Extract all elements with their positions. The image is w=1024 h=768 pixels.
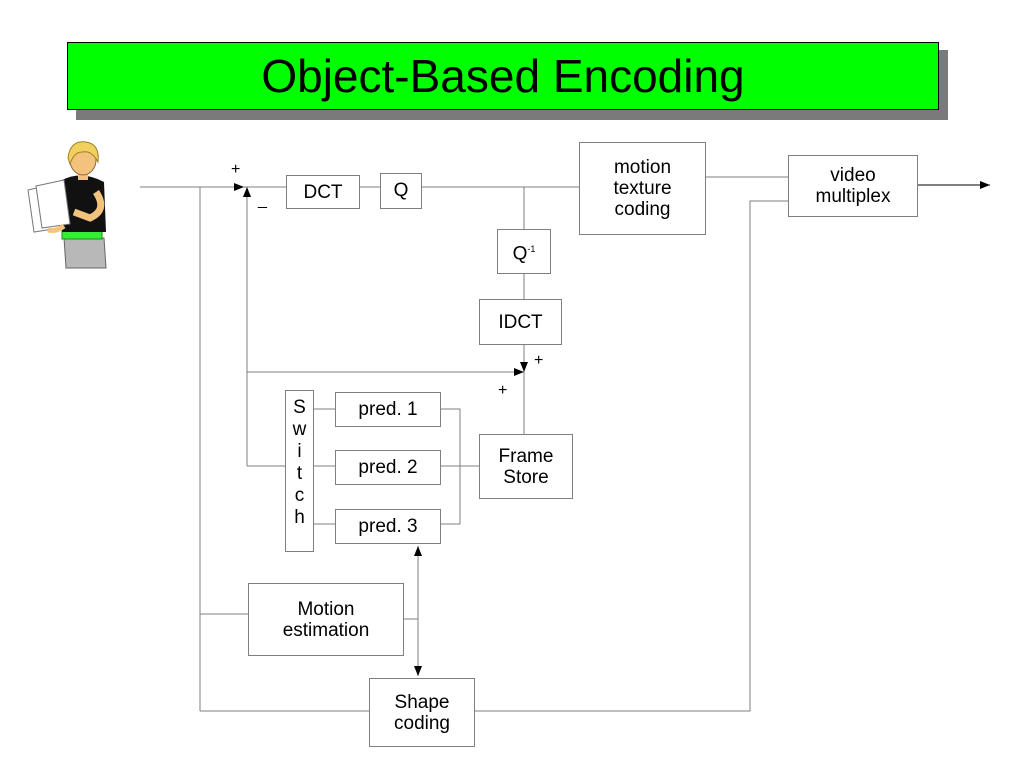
switch-letter: S bbox=[293, 397, 306, 418]
shape-coding-block: Shape coding bbox=[369, 678, 475, 747]
slide-title: Object-Based Encoding bbox=[67, 42, 939, 110]
dct-label: DCT bbox=[303, 181, 343, 203]
switch-letter: t bbox=[296, 463, 303, 484]
frame-store-label: Frame Store bbox=[498, 445, 554, 488]
switch-letter: c bbox=[294, 485, 305, 506]
sum1-plus-sign: + bbox=[231, 161, 241, 178]
frame-store-block: Frame Store bbox=[479, 434, 573, 499]
switch-letter: w bbox=[292, 419, 307, 440]
pred1-label: pred. 1 bbox=[358, 399, 418, 420]
slide-title-text: Object-Based Encoding bbox=[261, 50, 745, 102]
video-multiplex-label: video multiplex bbox=[815, 165, 891, 207]
idct-block: IDCT bbox=[479, 299, 562, 345]
video-multiplex-block: video multiplex bbox=[788, 155, 918, 217]
pred1-block: pred. 1 bbox=[335, 392, 441, 427]
pred3-block: pred. 3 bbox=[335, 509, 441, 544]
sum1-minus-sign: _ bbox=[258, 192, 267, 209]
sum2-plus-left-sign: + bbox=[498, 382, 508, 399]
pred2-block: pred. 2 bbox=[335, 450, 441, 485]
inverse-q-superscript: -1 bbox=[527, 243, 536, 254]
shape-coding-label: Shape coding bbox=[394, 691, 450, 734]
inverse-q-block: Q-1 bbox=[497, 229, 551, 274]
pred3-label: pred. 3 bbox=[358, 516, 418, 537]
motion-texture-coding-label: motion texture coding bbox=[613, 157, 672, 220]
pred2-label: pred. 2 bbox=[358, 457, 418, 478]
motion-estimation-block: Motion estimation bbox=[248, 583, 404, 656]
inverse-q-label: Q-1 bbox=[513, 239, 536, 264]
q-label: Q bbox=[393, 180, 409, 201]
idct-label: IDCT bbox=[498, 311, 543, 333]
inverse-q-letter: Q bbox=[512, 243, 528, 265]
presenter-icon bbox=[27, 141, 107, 269]
q-block: Q bbox=[380, 173, 422, 209]
sum2-plus-top-sign: + bbox=[534, 352, 544, 369]
motion-estimation-label: Motion estimation bbox=[282, 598, 370, 641]
switch-letter: i bbox=[297, 441, 302, 462]
motion-texture-coding-block: motion texture coding bbox=[579, 142, 706, 235]
dct-block: DCT bbox=[286, 175, 360, 209]
shape-to-multiplex-wire bbox=[475, 200, 788, 712]
switch-letter: h bbox=[294, 507, 305, 528]
